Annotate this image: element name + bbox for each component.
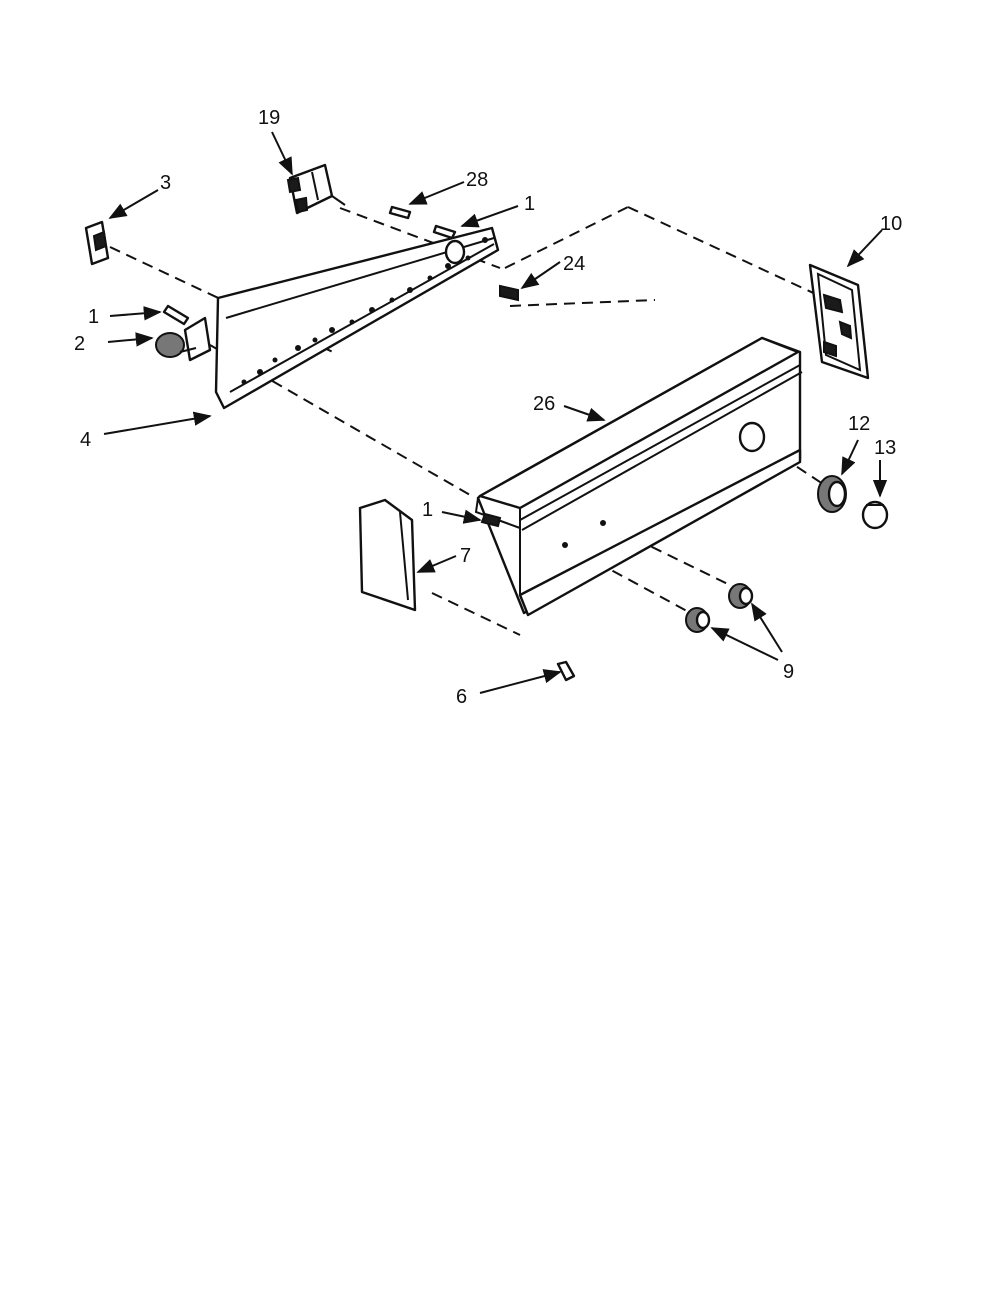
callout-1-left: 1 xyxy=(88,306,99,328)
part-12-bezel xyxy=(817,475,847,513)
control-panel-housing xyxy=(474,336,803,617)
part-9-grommets xyxy=(685,583,754,633)
part-7-edge xyxy=(399,511,409,601)
mounting-bracket xyxy=(214,226,500,410)
part-24-screw xyxy=(499,284,519,302)
callout-26: 26 xyxy=(533,393,555,415)
part-19-bracket xyxy=(286,163,346,215)
part-2-switch xyxy=(155,316,212,362)
callout-10: 10 xyxy=(880,213,902,235)
part-1-left-screw xyxy=(162,304,190,326)
callout-6: 6 xyxy=(456,686,467,708)
part-13-knob xyxy=(861,500,889,530)
callout-24: 24 xyxy=(563,253,585,275)
callout-12: 12 xyxy=(848,413,870,435)
leader-lines xyxy=(103,131,888,694)
part-1-front-screw xyxy=(480,512,502,528)
callout-13: 13 xyxy=(874,437,896,459)
callout-1-top: 1 xyxy=(524,193,535,215)
callout-28: 28 xyxy=(466,169,488,191)
part-6-screw xyxy=(556,660,576,682)
callout-9: 9 xyxy=(783,661,794,683)
callout-1-front: 1 xyxy=(422,499,433,521)
callout-3: 3 xyxy=(160,172,171,194)
callout-labels: 19 3 28 1 24 10 1 2 26 4 12 13 1 7 9 6 xyxy=(74,107,902,708)
callout-4: 4 xyxy=(80,429,91,451)
callout-2: 2 xyxy=(74,333,85,355)
callout-19: 19 xyxy=(258,107,280,129)
top-screws xyxy=(388,205,457,240)
callout-7: 7 xyxy=(460,545,471,567)
part-3-clip xyxy=(84,220,110,266)
part-10-end-cap xyxy=(808,263,870,380)
